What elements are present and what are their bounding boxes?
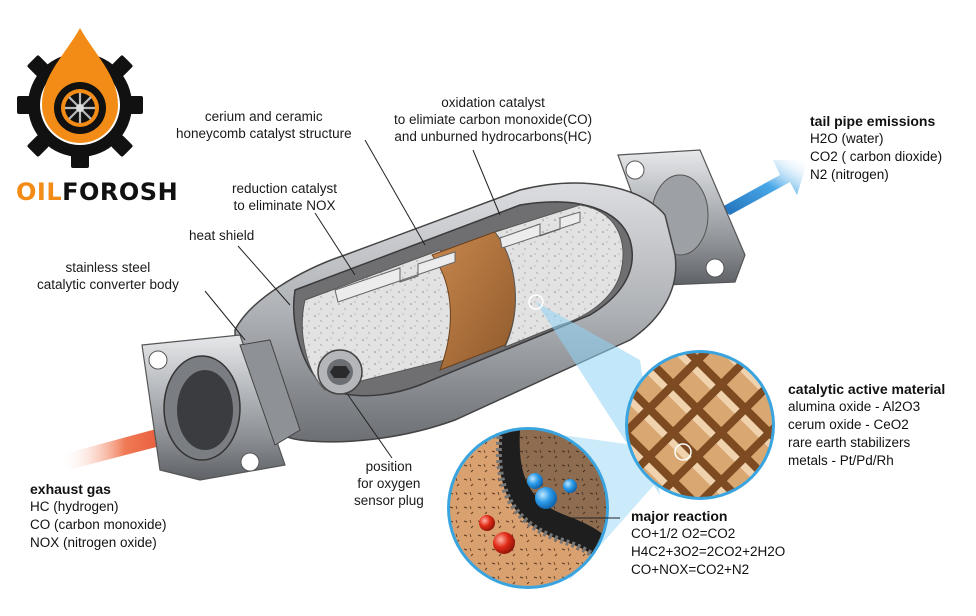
reaction-item: CO+NOX=CO2+N2 bbox=[631, 562, 750, 577]
label-sensor-plug: position for oxygen sensor plug bbox=[354, 458, 424, 509]
oilforosh-logo bbox=[17, 28, 143, 168]
label-line: to elimiate carbon monoxide(CO) bbox=[394, 112, 593, 127]
tail-pipe-title: tail pipe emissions bbox=[810, 113, 936, 129]
converter-body bbox=[234, 182, 677, 443]
label-line: honeycomb catalyst structure bbox=[176, 126, 352, 141]
label-stainless-body: stainless steel catalytic converter body bbox=[37, 259, 179, 293]
reaction-title: major reaction bbox=[631, 508, 728, 524]
major-reaction: major reaction CO+1/2 O2=CO2 H4C2+3O2=2C… bbox=[631, 507, 785, 579]
catalytic-item: cerum oxide - CeO2 bbox=[788, 417, 909, 432]
exhaust-item: HC (hydrogen) bbox=[30, 499, 119, 514]
reaction-item: H4C2+3O2=2CO2+2H2O bbox=[631, 544, 786, 559]
wheel-icon bbox=[54, 82, 106, 134]
label-line: to eliminate NOX bbox=[233, 198, 336, 213]
reaction-magnifier bbox=[447, 427, 609, 589]
label-line: reduction catalyst bbox=[232, 181, 338, 196]
tail-pipe-item: N2 (nitrogen) bbox=[810, 167, 889, 182]
catalytic-item: alumina oxide - Al2O3 bbox=[788, 399, 921, 414]
label-line: stainless steel bbox=[65, 260, 151, 275]
label-line: heat shield bbox=[189, 228, 255, 243]
reaction-item: CO+1/2 O2=CO2 bbox=[631, 526, 736, 541]
inlet-flange bbox=[141, 334, 301, 481]
catalytic-item: metals - Pt/Pd/Rh bbox=[788, 453, 894, 468]
label-cerium-honeycomb: cerium and ceramic honeycomb catalyst st… bbox=[176, 108, 352, 142]
honeycomb-magnifier bbox=[625, 350, 775, 500]
label-oxidation-catalyst: oxidation catalyst to elimiate carbon mo… bbox=[394, 94, 592, 145]
label-reduction-catalyst: reduction catalyst to eliminate NOX bbox=[232, 180, 337, 214]
catalytic-title: catalytic active material bbox=[788, 381, 946, 397]
catalytic-active-material: catalytic active material alumina oxide … bbox=[788, 380, 945, 470]
logo-wordmark: OILFOROSH bbox=[16, 178, 178, 206]
logo-text-part2: FOROSH bbox=[62, 178, 179, 206]
reactant-molecules bbox=[479, 473, 577, 554]
label-line: sensor plug bbox=[354, 493, 424, 508]
label-line: for oxygen bbox=[357, 476, 421, 491]
exhaust-gas: exhaust gas HC (hydrogen) CO (carbon mon… bbox=[30, 480, 167, 552]
exhaust-item: NOX (nitrogen oxide) bbox=[30, 535, 157, 550]
label-line: and unburned hydrocarbons(HC) bbox=[394, 129, 592, 144]
exhaust-item: CO (carbon monoxide) bbox=[30, 517, 167, 532]
tail-pipe-item: CO2 ( carbon dioxide) bbox=[810, 149, 943, 164]
label-line: catalytic converter body bbox=[37, 277, 179, 292]
catalytic-item: rare earth stabilizers bbox=[788, 435, 911, 450]
outlet-arrow bbox=[720, 160, 808, 215]
logo-text-part1: OIL bbox=[16, 178, 63, 206]
exhaust-title: exhaust gas bbox=[30, 481, 111, 497]
tail-pipe-item: H2O (water) bbox=[810, 131, 884, 146]
tail-pipe-emissions: tail pipe emissions H2O (water) CO2 ( ca… bbox=[810, 112, 942, 184]
leader-lines bbox=[204, 139, 620, 519]
oxygen-sensor-plug bbox=[317, 349, 363, 395]
label-line: cerium and ceramic bbox=[204, 109, 323, 124]
label-line: oxidation catalyst bbox=[441, 95, 545, 110]
label-line: position bbox=[365, 459, 413, 474]
label-heat-shield: heat shield bbox=[189, 227, 254, 244]
